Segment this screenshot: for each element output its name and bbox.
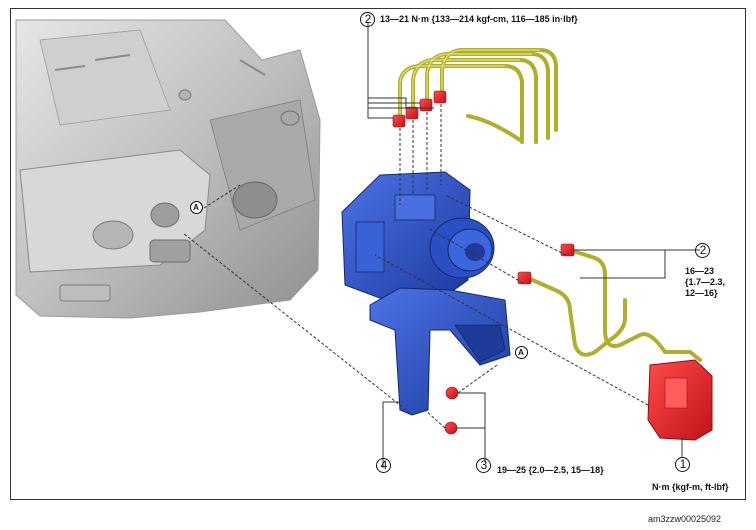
dashed-leaders bbox=[182, 104, 649, 429]
torque-units-label: N·m {kgf-m, ft-lbf} bbox=[652, 482, 729, 492]
hydraulic-unit bbox=[341, 171, 511, 416]
ref-a-right-circle bbox=[515, 346, 528, 359]
figure-id: am3zzw00025092 bbox=[648, 514, 722, 524]
callout-4: 4 bbox=[380, 458, 388, 472]
callout-1-circle bbox=[675, 457, 690, 472]
ref-a-left-circle bbox=[190, 201, 203, 214]
torque-top-label: 13—21 N·m {133—214 kgf-cm, 116—185 in·lb… bbox=[380, 14, 578, 24]
callout-2-right-circle bbox=[695, 243, 710, 258]
flare-nuts-right bbox=[517, 243, 575, 285]
solid-leaders bbox=[367, 22, 700, 468]
vehicle-body-panel bbox=[15, 19, 321, 319]
brake-part-red bbox=[647, 359, 713, 441]
torque-right-line3: 12—16} bbox=[685, 288, 718, 298]
callout-1: 1 bbox=[679, 457, 687, 471]
brake-pipes-top-shading bbox=[399, 49, 540, 120]
callout-4-circle bbox=[376, 458, 391, 473]
torque-right-line2: {1.7—2.3, bbox=[685, 277, 726, 287]
callout-2-right: 2 bbox=[699, 243, 707, 257]
torque-right-line1: 16—23 bbox=[685, 266, 715, 276]
ref-a-left: A bbox=[193, 203, 199, 212]
brake-pipes-right bbox=[526, 248, 702, 362]
callout-2-top: 2 bbox=[364, 12, 372, 26]
callout-3-circle bbox=[476, 458, 491, 473]
callout-2-top-circle bbox=[360, 12, 375, 27]
torque-bottom-label: 19—25 {2.0—2.5, 15—18} bbox=[497, 465, 604, 475]
ref-a-right: A bbox=[518, 348, 524, 357]
brake-pipes-top bbox=[398, 48, 558, 144]
callout-3: 3 bbox=[480, 458, 488, 472]
flare-nuts-top bbox=[392, 90, 447, 128]
bolts-part-3 bbox=[444, 386, 459, 435]
